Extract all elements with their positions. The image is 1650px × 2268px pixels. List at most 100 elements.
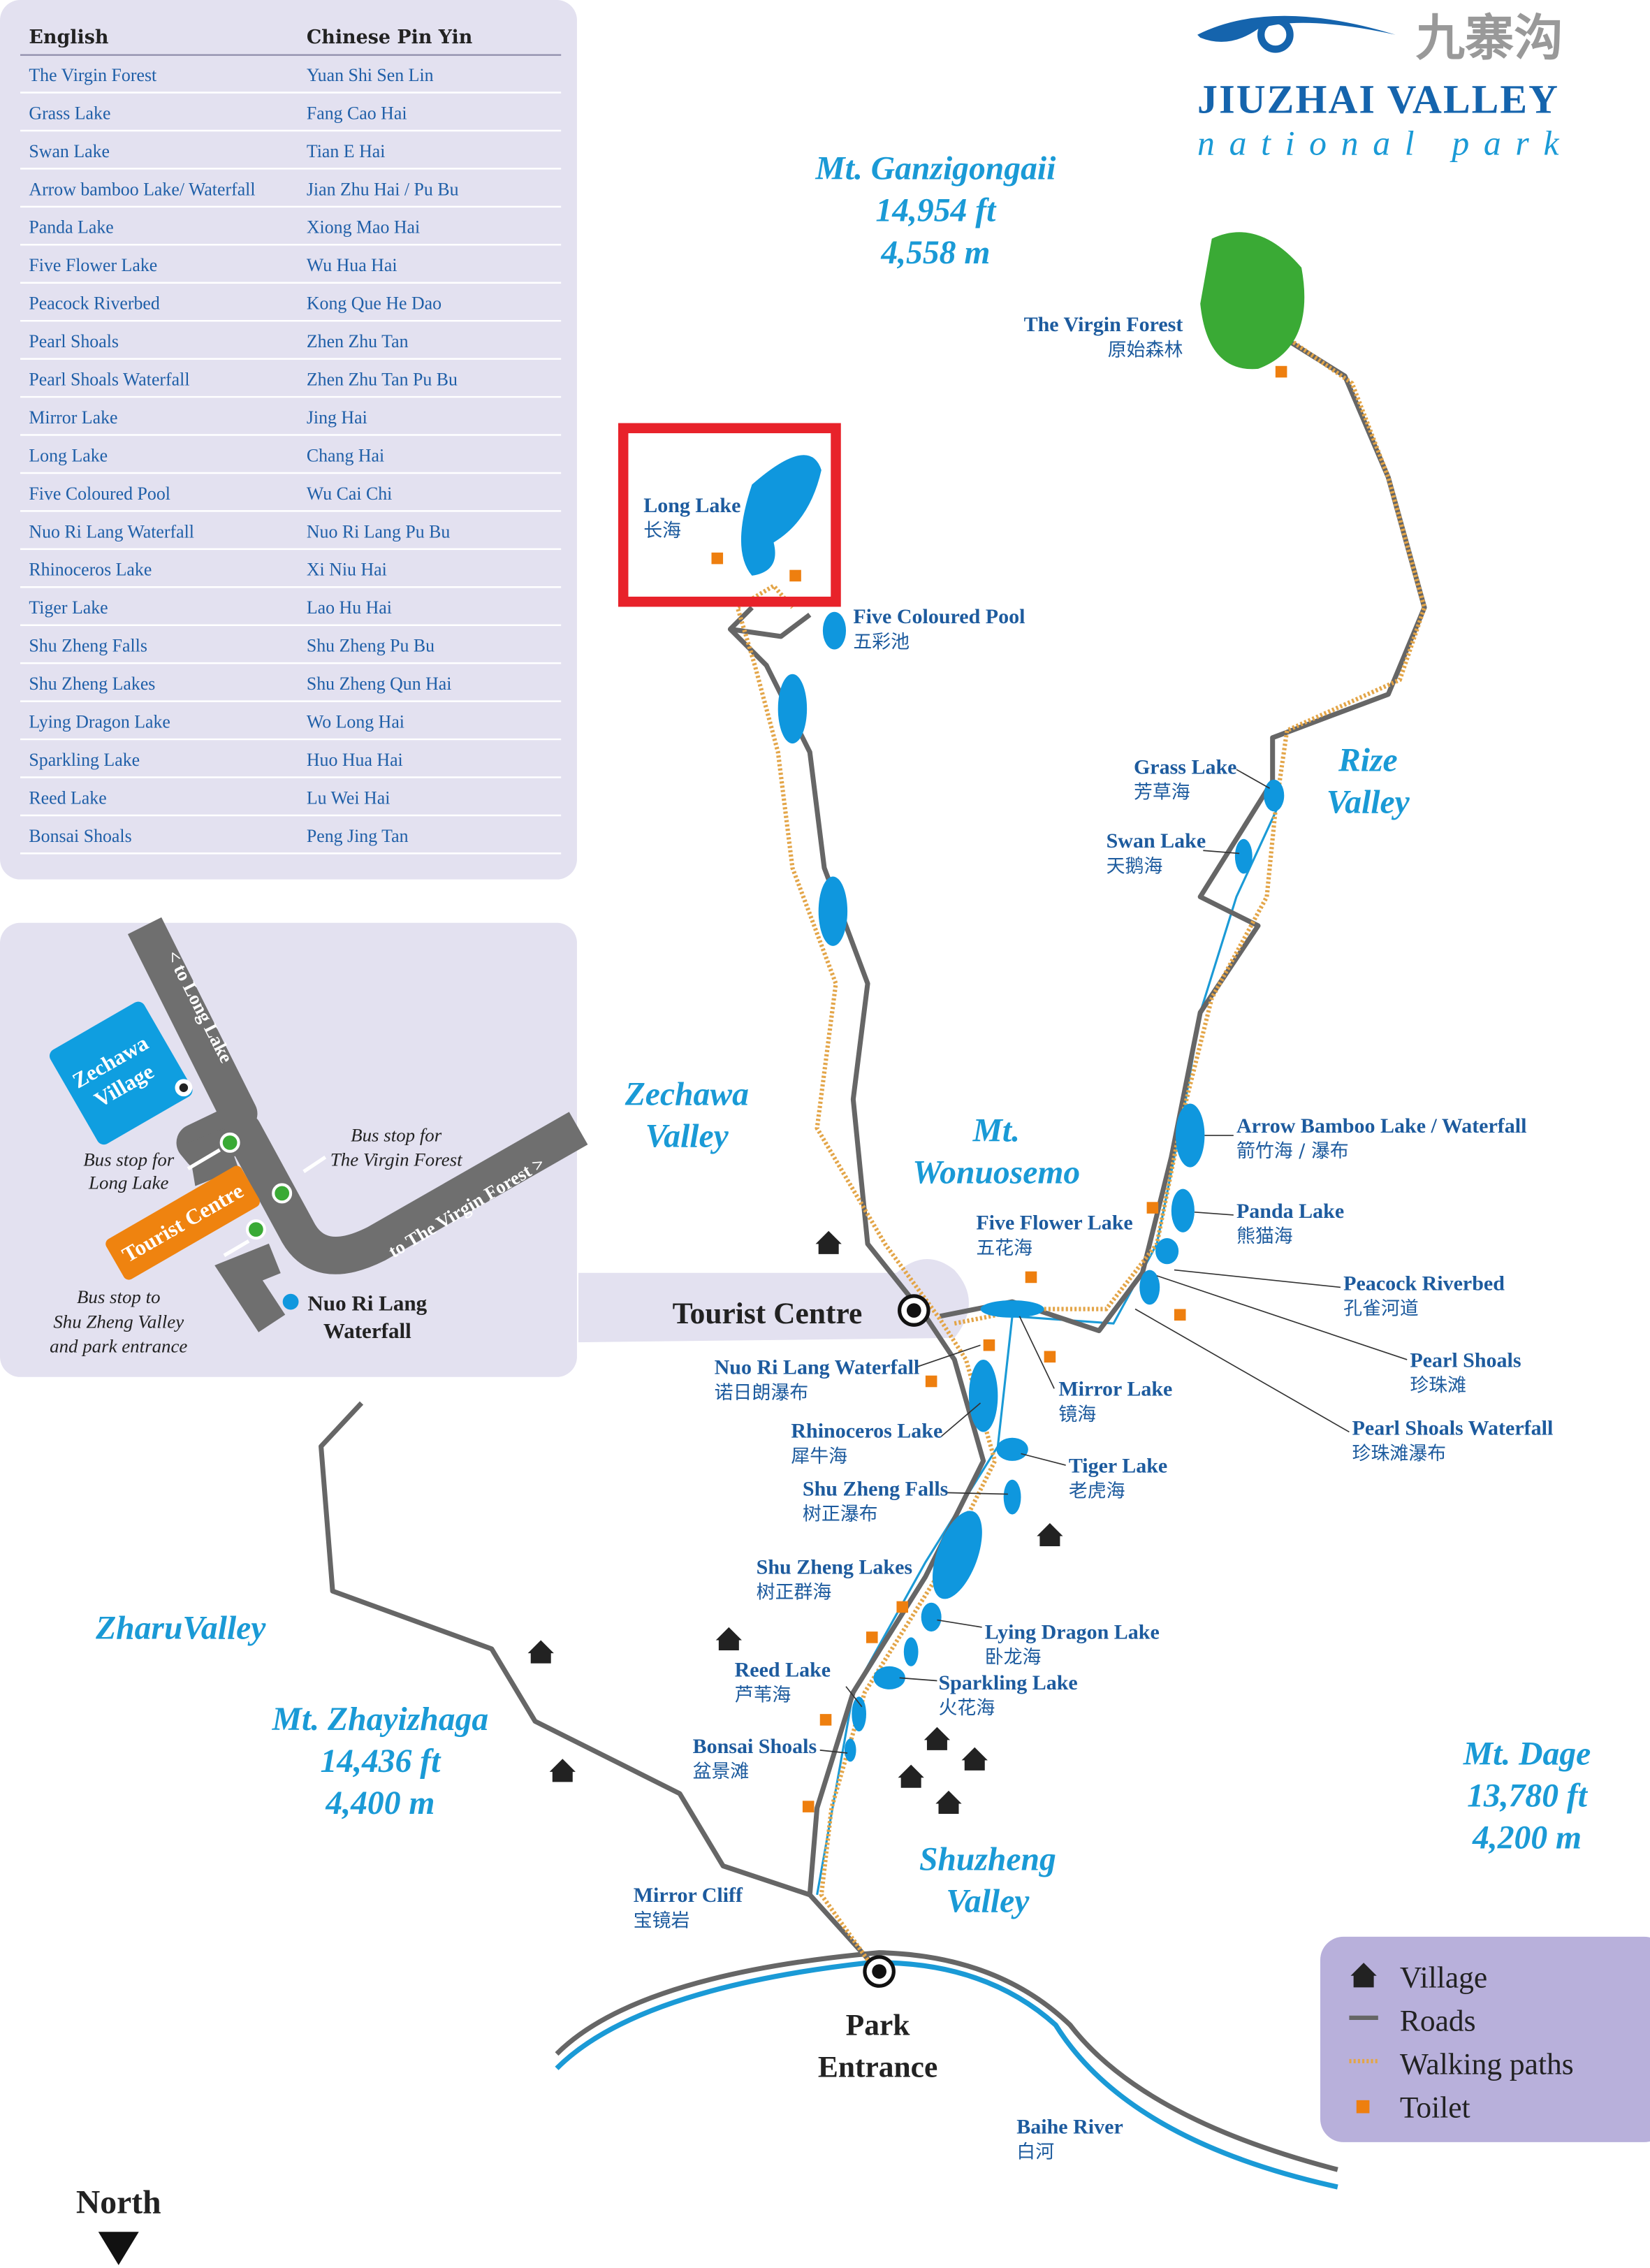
table-cell-english: Pearl Shoals Waterfall [29,370,189,390]
label-arrow-bamboo: Arrow Bamboo Lake / Waterfall [1236,1114,1527,1137]
logo-subtitle: national park [1197,124,1573,163]
label-shuzheng-falls: Shu Zheng Falls [803,1478,948,1501]
table-cell-pinyin: Wo Long Hai [307,712,404,732]
mt-dage-m: 4,200 m [1472,1820,1582,1856]
label-swan-lake-zh: 天鹅海 [1107,855,1163,877]
table-cell-pinyin: Peng Jing Tan [307,826,409,846]
arrow-icon [187,1148,327,1258]
zechawa-valley-2: Valley [645,1119,729,1155]
north-arrow-icon [98,2232,139,2265]
village-icon [549,1759,576,1782]
village-icon [1350,1963,1377,1988]
table-cell-pinyin: Wu Cai Chi [307,484,393,504]
label-grass-lake: Grass Lake [1134,756,1237,779]
label-panda-lake-zh: 熊猫海 [1236,1226,1293,1247]
label-reed-zh: 芦苇海 [735,1684,791,1706]
mt-zhayizhaga-m: 4,400 m [325,1785,435,1822]
name-table: English Chinese Pin Yin The Virgin Fores… [0,0,577,880]
village-icon [923,1727,951,1750]
table-cell-pinyin: Fang Cao Hai [307,103,407,123]
village-icon [715,1627,742,1651]
shuzheng-valley-2: Valley [946,1884,1030,1920]
table-cell-english: Peacock Riverbed [29,293,159,314]
table-cell-english: Shu Zheng Lakes [29,674,155,694]
label-virgin-forest: The Virgin Forest [1024,313,1183,336]
label-five-flower-zh: 五花海 [976,1237,1032,1259]
label-baihe-zh: 白河 [1016,2142,1054,2163]
baihe-river [555,1960,1338,2190]
label-peacock: Peacock Riverbed [1343,1272,1505,1295]
bus-stop-shuzheng[interactable] [245,1219,266,1240]
legend-roads: Roads [1400,2004,1476,2037]
village-icon [815,1230,842,1254]
label-shuzheng-falls-zh: 树正瀑布 [803,1504,878,1525]
table-cell-english: The Virgin Forest [29,65,157,85]
table-cell-pinyin: Lu Wei Hai [307,787,390,808]
table-cell-english: Arrow bamboo Lake/ Waterfall [29,179,255,199]
label-five-flower: Five Flower Lake [976,1212,1132,1235]
label-tiger: Tiger Lake [1069,1454,1167,1477]
tourist-centre-label: Tourist Centre [673,1297,863,1330]
label-arrow-bamboo-zh: 箭竹海 / 瀑布 [1236,1140,1349,1162]
svg-text:Bus stop for: Bus stop for [351,1124,442,1145]
table-cell-english: Rhinoceros Lake [29,560,152,580]
inset-connector [578,1259,969,1343]
table-cell-english: Grass Lake [29,103,110,123]
label-pearl-shoals-zh: 珍珠滩 [1410,1374,1466,1396]
table-cell-pinyin: Jian Zhu Hai / Pu Bu [307,179,459,199]
table-cell-pinyin: Yuan Shi Sen Lin [307,65,434,85]
table-cell-english: Pearl Shoals [29,331,119,351]
table-cell-english: Five Coloured Pool [29,484,170,504]
rize-valley-2: Valley [1327,784,1410,820]
stream [816,802,1281,1896]
label-lying-dragon: Lying Dragon Lake [985,1620,1160,1643]
table-cell-pinyin: Chang Hai [307,445,384,465]
table-header-pinyin: Chinese Pin Yin [307,27,472,48]
svg-text:The Virgin Forest: The Virgin Forest [330,1149,463,1170]
label-peacock-zh: 孔雀河道 [1343,1298,1419,1320]
table-cell-english: Bonsai Shoals [29,826,131,846]
village-icon [961,1747,988,1771]
table-cell-english: Long Lake [29,445,108,465]
label-bonsai: Bonsai Shoals [693,1735,817,1758]
legend-walking-paths: Walking paths [1400,2048,1574,2081]
table-cell-pinyin: Shu Zheng Pu Bu [307,636,435,656]
label-mirror-cliff: Mirror Cliff [634,1884,743,1907]
table-cell-pinyin: Wu Hua Hai [307,255,397,275]
table-cell-english: Shu Zheng Falls [29,636,147,656]
logo-chinese: 九寨沟 [1416,9,1563,67]
label-reed: Reed Lake [735,1658,831,1681]
park-entrance-label: Park [846,2009,911,2042]
table-cell-pinyin: Zhen Zhu Tan [307,331,409,351]
label-shuzheng-lakes-zh: 树正群海 [757,1582,832,1604]
label-virgin-forest-zh: 原始森林 [1108,339,1183,361]
lakes [740,455,1285,1762]
label-pearl-waterfall-zh: 珍珠滩瀑布 [1352,1443,1447,1464]
label-five-coloured-pool: Five Coloured Pool [853,605,1025,628]
bus-stop-long-lake[interactable] [219,1132,240,1153]
toilet-icons [711,365,1287,1812]
mt-ganzigongaii-ft: 14,954 ft [875,193,997,229]
label-grass-lake-zh: 芳草海 [1134,782,1190,804]
table-cell-english: Reed Lake [29,787,106,808]
label-sparkling: Sparkling Lake [939,1671,1078,1694]
village-icons [527,1230,1063,1814]
park-logo: 九寨沟 JIUZHAI VALLEY national park [1197,9,1573,163]
table-cell-english: Five Flower Lake [29,255,157,275]
mt-ganzigongaii: Mt. Ganzigongaii [815,151,1056,187]
label-rhinoceros-zh: 犀牛海 [791,1446,847,1467]
table-cell-english: Nuo Ri Lang Waterfall [29,521,194,541]
table-cell-pinyin: Huo Hua Hai [307,750,403,770]
table-cell-pinyin: Xiong Mao Hai [307,217,420,238]
mt-zhayizhaga: Mt. Zhayizhaga [272,1701,489,1738]
table-cell-english: Sparkling Lake [29,750,140,770]
bus-stop-virgin-forest[interactable] [272,1183,293,1204]
table-cell-english: Panda Lake [29,217,113,238]
legend: Village Roads Walking paths Toilet [1320,1936,1650,2142]
table-cell-english: Lying Dragon Lake [29,712,170,732]
table-cell-english: Mirror Lake [29,407,117,428]
label-lying-dragon-zh: 卧龙海 [985,1647,1042,1669]
label-nuorilang-zh: 诺日朗瀑布 [715,1382,809,1404]
label-mirror-lake-zh: 镜海 [1058,1404,1096,1425]
